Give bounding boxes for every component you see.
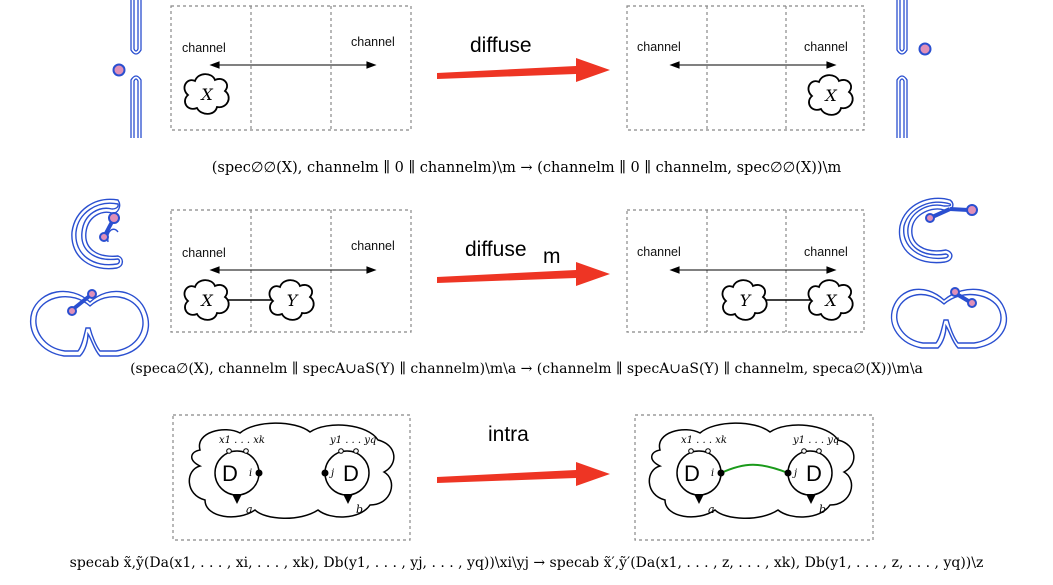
binding-site-icon <box>717 469 725 477</box>
svg-text:b: b <box>356 503 363 516</box>
reaction-arrow: intra <box>437 423 610 486</box>
folded-molecule-icon <box>71 198 124 270</box>
reaction-arrow: diffuse m <box>437 238 610 286</box>
svg-text:i: i <box>711 468 714 479</box>
svg-text:b: b <box>819 503 826 516</box>
folded-molecule-icon <box>898 197 954 264</box>
formula-intra: specab x̃,ỹ(Da(x1, . . . , xi, . . . , x… <box>69 555 984 571</box>
channel-label: channel <box>637 40 681 54</box>
compartment-frame <box>172 414 411 541</box>
svg-text:D: D <box>222 461 238 486</box>
compartment-frame <box>634 414 874 541</box>
channel-frame-right <box>626 5 865 131</box>
formula-diffuse-m: (speca∅(X), channelm ∥ specA∪aS(Y) ∥ cha… <box>130 361 923 377</box>
row-diffuse: channel channel X diffuse channel channe… <box>112 0 932 138</box>
double-arrow <box>209 61 377 69</box>
species-node: X <box>183 279 230 321</box>
svg-text:D: D <box>684 461 700 486</box>
svg-text:Y: Y <box>287 291 299 310</box>
sites-label: y1 . . . yq <box>792 435 839 446</box>
channel-label: channel <box>804 245 848 259</box>
component-node: D j b y1 . . . yq <box>321 435 376 516</box>
bond-edge <box>720 463 789 474</box>
sites-label: y1 . . . yq <box>329 435 376 446</box>
channel-label: channel <box>182 246 226 260</box>
arrow-label: diffuse <box>470 34 532 57</box>
channel-frame-right <box>626 209 865 333</box>
binding-site-icon <box>255 469 263 477</box>
channel-label: channel <box>351 239 395 253</box>
channel-frame-left <box>170 5 412 131</box>
svg-text:a: a <box>246 503 253 516</box>
formula-diffuse: (spec∅∅(X), channelm ∥ 0 ∥ channelm)\m →… <box>211 160 842 176</box>
component-node: D j b y1 . . . yq <box>784 435 839 516</box>
arrow-label: intra <box>488 423 529 446</box>
bond-icon <box>67 212 120 316</box>
svg-text:D: D <box>343 461 359 486</box>
svg-text:j: j <box>792 468 797 479</box>
double-arrow <box>669 61 837 69</box>
sites-label: x1 . . . xk <box>219 435 265 446</box>
svg-text:X: X <box>199 291 213 310</box>
channel-label: channel <box>182 41 226 55</box>
row-diffuse-m: channel channel X Y diffuse m channel ch… <box>30 197 1008 357</box>
svg-text:D: D <box>806 461 822 486</box>
svg-text:X: X <box>199 85 213 104</box>
component-node: D i a x1 . . . xk <box>214 435 265 516</box>
bond-icon <box>925 204 978 308</box>
svg-text:Y: Y <box>740 291 752 310</box>
svg-text:X: X <box>823 86 837 105</box>
arrow-label: diffuse <box>465 238 527 261</box>
svg-text:i: i <box>249 468 252 479</box>
channel-frame-left <box>170 209 412 333</box>
molecule-icon <box>112 63 126 77</box>
component-node: D i a x1 . . . xk <box>676 435 727 516</box>
species-node: X <box>807 279 854 321</box>
species-node: Y <box>721 279 768 321</box>
channel-label: channel <box>351 35 395 49</box>
channel-label: channel <box>637 245 681 259</box>
arrow-subscript: m <box>543 245 561 268</box>
binding-site-icon <box>784 469 792 477</box>
molecule-icon <box>918 42 932 56</box>
channel-label: channel <box>804 40 848 54</box>
folded-molecule-icon <box>30 290 150 357</box>
svg-text:a: a <box>708 503 715 516</box>
membrane-pore-right <box>896 0 908 138</box>
membrane-pore-left <box>130 0 142 138</box>
double-arrow <box>669 266 837 274</box>
reaction-arrow: diffuse <box>437 34 610 82</box>
double-arrow <box>209 266 377 274</box>
species-node: Y <box>268 279 315 321</box>
svg-text:X: X <box>823 291 837 310</box>
binding-site-icon <box>321 469 329 477</box>
species-node: X <box>807 74 854 116</box>
folded-molecule-icon <box>890 288 1008 349</box>
sites-label: x1 . . . xk <box>681 435 727 446</box>
svg-text:j: j <box>329 468 334 479</box>
species-node: X <box>183 73 230 115</box>
row-intra: D i a x1 . . . xk D j b y1 . . . yq intr… <box>172 414 874 541</box>
